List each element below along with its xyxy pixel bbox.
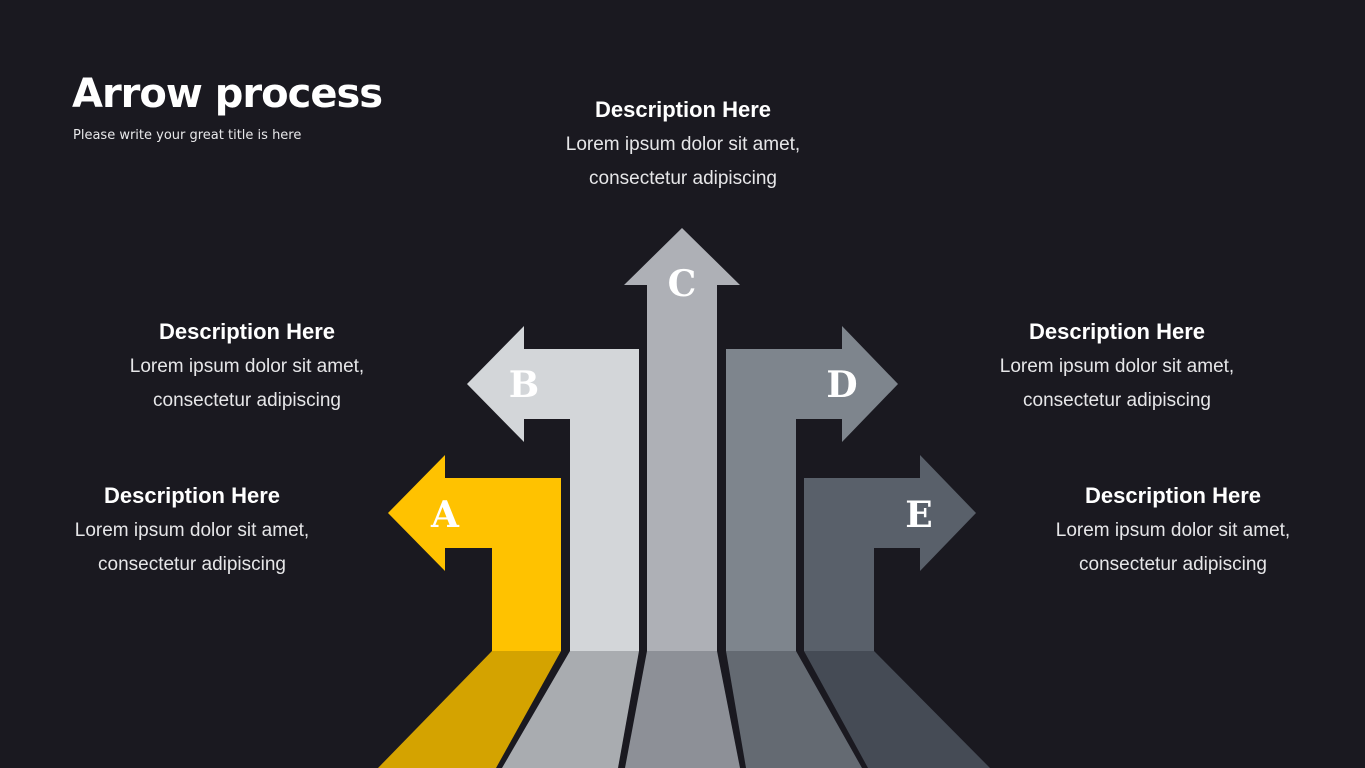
description-c-line1: Lorem ipsum dolor sit amet,: [565, 134, 801, 155]
arrow-label-c: C: [668, 263, 697, 305]
description-e-text: Lorem ipsum dolor sit amet, consectetur …: [1023, 514, 1323, 582]
description-d: Description Here Lorem ipsum dolor sit a…: [967, 317, 1267, 418]
description-a-text: Lorem ipsum dolor sit amet, consectetur …: [42, 514, 342, 582]
floor-strip-c: [625, 651, 740, 768]
description-b-line2: consectetur adipiscing: [153, 390, 341, 411]
description-c-line2: consectetur adipiscing: [589, 168, 777, 189]
description-a-line1: Lorem ipsum dolor sit amet,: [74, 520, 310, 541]
arrow-label-e: E: [905, 494, 932, 536]
arrow-c: [624, 228, 740, 651]
arrow-label-d: D: [826, 364, 857, 406]
arrow-b: [467, 326, 639, 651]
arrow-e: [804, 455, 976, 651]
description-e-line2: consectetur adipiscing: [1079, 554, 1267, 575]
page-subtitle: Please write your great title is here: [73, 128, 302, 143]
description-d-text: Lorem ipsum dolor sit amet, consectetur …: [967, 350, 1267, 418]
description-a: Description Here Lorem ipsum dolor sit a…: [42, 481, 342, 582]
description-b-line1: Lorem ipsum dolor sit amet,: [129, 356, 365, 377]
description-b-heading: Description Here: [158, 319, 336, 344]
description-c: Description Here Lorem ipsum dolor sit a…: [533, 95, 833, 196]
arrow-label-a: A: [430, 494, 460, 536]
description-a-heading: Description Here: [103, 483, 281, 508]
description-e: Description Here Lorem ipsum dolor sit a…: [1023, 481, 1323, 582]
description-c-heading: Description Here: [594, 97, 772, 122]
floor-strip-a: [378, 651, 561, 768]
description-a-line2: consectetur adipiscing: [98, 554, 286, 575]
arrow-label-b: B: [509, 364, 539, 406]
description-e-line1: Lorem ipsum dolor sit amet,: [1055, 520, 1291, 541]
description-e-heading: Description Here: [1084, 483, 1262, 508]
page-title: Arrow process: [72, 71, 383, 117]
description-d-line1: Lorem ipsum dolor sit amet,: [999, 356, 1235, 377]
description-b-text: Lorem ipsum dolor sit amet, consectetur …: [97, 350, 397, 418]
floor-strip-e: [804, 651, 990, 768]
arrow-a: [388, 455, 561, 651]
arrow-d: [726, 326, 898, 651]
floor-strip-b: [502, 651, 639, 768]
description-b: Description Here Lorem ipsum dolor sit a…: [97, 317, 397, 418]
description-c-text: Lorem ipsum dolor sit amet, consectetur …: [533, 128, 833, 196]
floor-strip-d: [726, 651, 862, 768]
description-d-heading: Description Here: [1028, 319, 1206, 344]
description-d-line2: consectetur adipiscing: [1023, 390, 1211, 411]
